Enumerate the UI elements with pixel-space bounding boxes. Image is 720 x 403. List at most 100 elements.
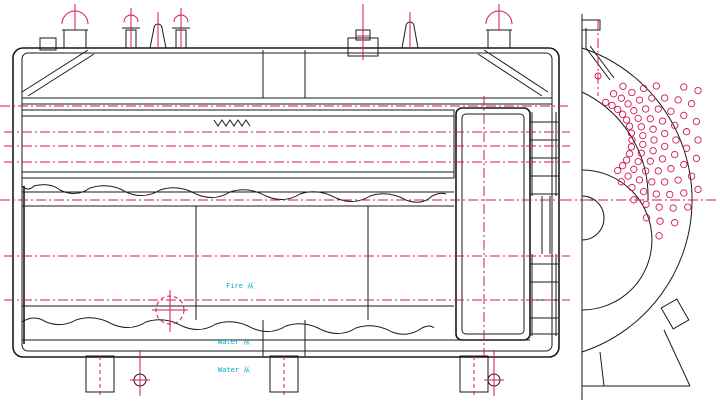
- tube-hole: [671, 150, 679, 159]
- rear-stays-upper: [530, 112, 558, 196]
- tube-hole: [608, 101, 616, 110]
- tube-hole: [609, 90, 618, 98]
- tube-hole: [658, 117, 667, 125]
- tube-hole: [634, 157, 642, 166]
- tube-hole: [680, 160, 688, 169]
- tube-hole: [634, 114, 642, 123]
- tube-hole: [618, 162, 627, 170]
- tube-hole: [648, 94, 656, 102]
- furnace-bottom: [21, 317, 435, 335]
- tube-hole: [661, 129, 669, 138]
- tube-hole: [628, 88, 636, 97]
- tube-hole: [661, 94, 669, 102]
- tube-hole: [628, 183, 636, 192]
- tube-hole: [625, 122, 634, 130]
- tube-hole: [672, 136, 680, 144]
- tube-hole: [654, 105, 662, 113]
- tube-hole: [652, 82, 660, 90]
- tube-hole: [637, 123, 645, 131]
- tube-hole: [687, 100, 696, 108]
- tube-hole: [624, 100, 632, 108]
- tube-hole: [661, 142, 669, 151]
- tube-hole: [671, 121, 679, 130]
- tube-hole: [614, 166, 622, 175]
- tube-holes: [602, 82, 702, 240]
- tube-hole: [658, 155, 667, 163]
- tube-hole: [635, 176, 644, 184]
- tube-hole: [674, 96, 682, 104]
- tube-hole: [687, 172, 696, 180]
- tube-hole: [682, 128, 691, 136]
- tube-hole: [650, 136, 658, 144]
- tube-hole: [648, 178, 656, 186]
- tube-hole: [671, 219, 679, 227]
- tube-hole: [649, 147, 657, 155]
- shell-outline: [12, 47, 560, 358]
- tube-hole: [627, 129, 636, 137]
- side-elevation: Fire 从 Water 从 Water 从: [0, 4, 570, 396]
- tube-hole: [646, 115, 654, 123]
- tube-hole: [622, 116, 631, 124]
- tube-hole: [630, 196, 638, 204]
- tube-hole: [655, 203, 663, 211]
- tube-hole: [666, 190, 674, 199]
- shell-inner: [21, 52, 553, 352]
- tube-hole: [694, 136, 702, 144]
- rear-chamber: [455, 107, 531, 341]
- end-view: [562, 14, 716, 400]
- centerlines: [0, 96, 570, 356]
- spring-symbol: [213, 119, 251, 127]
- tube-hole: [627, 143, 636, 151]
- tube-hole: [635, 96, 644, 104]
- label-fire: Fire 从: [226, 282, 254, 290]
- tube-hole: [637, 149, 645, 157]
- tube-hole: [630, 107, 638, 115]
- tube-hole: [639, 140, 647, 149]
- tube-hole: [639, 131, 647, 140]
- tube-hole: [655, 232, 663, 240]
- tube-hole: [618, 110, 627, 118]
- tube-hole: [694, 185, 702, 194]
- tube-hole: [667, 107, 675, 115]
- tube-hole: [680, 111, 688, 120]
- tube-hole: [649, 125, 657, 133]
- tube-hole: [602, 98, 610, 107]
- tube-bank-upper: [21, 109, 455, 179]
- tube-hole: [694, 86, 702, 95]
- tube-hole: [652, 190, 660, 198]
- tube-hole: [684, 203, 692, 211]
- tube-hole: [692, 117, 701, 126]
- tube-hole: [642, 105, 650, 113]
- tube-hole: [614, 105, 622, 114]
- tube-hole: [661, 178, 669, 186]
- tube-hole: [682, 144, 691, 152]
- tube-hole: [622, 156, 631, 164]
- tube-hole: [617, 94, 625, 102]
- tube-hole: [642, 167, 650, 175]
- tube-hole: [619, 82, 627, 90]
- tube-hole: [669, 204, 677, 212]
- tube-hole: [625, 150, 634, 158]
- tube-hole: [630, 165, 638, 173]
- rear-stays-lower: [530, 254, 558, 336]
- tube-hole: [680, 189, 688, 197]
- manhole: [152, 290, 188, 332]
- tube-hole: [654, 167, 662, 175]
- tube-hole: [642, 200, 650, 208]
- tube-hole: [667, 165, 675, 173]
- tube-hole: [642, 214, 651, 222]
- label-water-2: Water 从: [218, 366, 250, 374]
- tube-hole: [680, 83, 688, 91]
- tube-hole: [656, 217, 664, 225]
- tube-hole: [639, 84, 648, 93]
- label-water-1: Water 从: [218, 338, 250, 346]
- bottom-supports: [85, 350, 504, 396]
- tube-hole: [639, 187, 648, 196]
- tube-hole: [617, 178, 625, 186]
- tube-hole: [674, 176, 682, 184]
- tube-hole: [628, 136, 636, 144]
- top-nozzles: [39, 4, 513, 60]
- tube-hole: [624, 172, 632, 180]
- tube-hole: [692, 154, 701, 163]
